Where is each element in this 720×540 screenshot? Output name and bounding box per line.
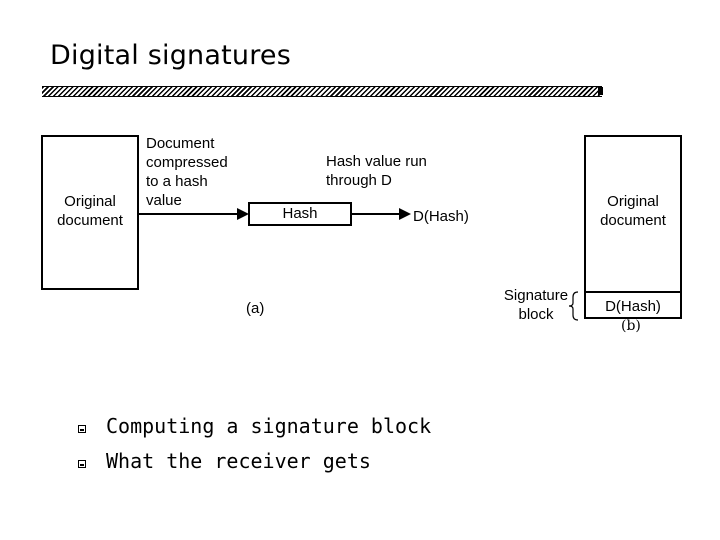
hash-box-label: Hash: [282, 205, 318, 222]
bullet-text: What the receiver gets: [106, 448, 371, 473]
caption-a: (a): [246, 300, 265, 317]
arrow-to-dhash-shaft: [352, 213, 403, 215]
square-bullet-icon: [78, 424, 86, 433]
arrow-to-hash-shaft: [139, 213, 241, 215]
list-item: Computing a signature block: [78, 408, 431, 443]
square-bullet-icon: [78, 459, 86, 468]
slide-title: Digital signatures: [50, 40, 291, 71]
arrow-to-dhash-head: [399, 208, 411, 220]
original-document-box-a: [41, 135, 139, 290]
bullet-list: Computing a signature block What the rec…: [78, 408, 431, 478]
signature-brace: [568, 291, 579, 321]
original-document-label-b: Original document: [600, 193, 666, 229]
hash-box: [248, 202, 352, 226]
original-document-label-a: Original document: [57, 193, 123, 229]
signature-divider: [584, 291, 682, 293]
arrow-to-hash-head: [237, 208, 249, 220]
d-hash-label-a: D(Hash): [413, 208, 469, 225]
note-compressed: Document compressed to a hash value: [146, 135, 228, 209]
title-underline-end: [598, 87, 603, 95]
title-underline: [42, 86, 602, 97]
d-hash-label-b: D(Hash): [605, 298, 661, 315]
signature-block-label: Signature block: [503, 287, 569, 323]
bullet-text: Computing a signature block: [106, 413, 432, 438]
caption-b: (b): [621, 318, 641, 334]
original-document-box-b: [584, 135, 682, 319]
note-hash-run: Hash value run through D: [326, 153, 427, 189]
list-item: What the receiver gets: [78, 443, 431, 478]
